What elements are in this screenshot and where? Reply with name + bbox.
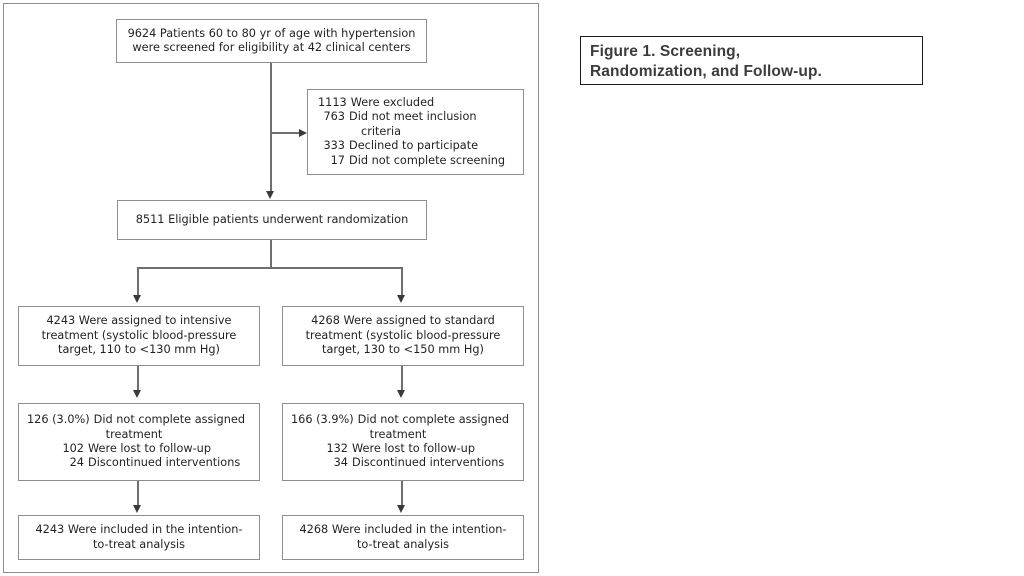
arrowhead-to-standard-itt [397, 505, 405, 513]
intensive-incomplete-item-num: 102 [62, 442, 84, 455]
excluded-item-text: Did not complete screening [349, 153, 506, 167]
intensive-incomplete-heading-row: 126 (3.0%) Did not complete assigned tre… [27, 413, 253, 442]
connector-screened-to-randomized [270, 63, 272, 193]
standard-incomplete-item-num: 132 [326, 442, 348, 455]
standard-incomplete-heading-text: Did not complete assigned [357, 413, 510, 427]
flow-box-randomized: 8511 Eligible patients underwent randomi… [117, 200, 427, 240]
connector-standard-assigned-to-incomplete [401, 366, 403, 392]
excluded-item-num: 333 [323, 139, 345, 153]
excluded-item-num: 17 [330, 153, 345, 167]
standard-incomplete-item-row: 34 Discontinued interventions [291, 456, 517, 470]
arrowhead-to-randomized [266, 191, 274, 199]
figure-caption-line-2: Randomization, and Follow-up. [590, 63, 822, 80]
excluded-item-text: Declined to participate [349, 139, 479, 153]
flow-box-standard-incomplete: 166 (3.9%) Did not complete assigned tre… [282, 403, 524, 481]
standard-assigned-line-2: treatment (systolic blood-pressure [305, 328, 501, 342]
arrowhead-to-intensive-incomplete [133, 390, 141, 398]
screened-line-1: 9624 Patients 60 to 80 yr of age with hy… [127, 26, 416, 40]
connector-split-horizontal [137, 267, 403, 269]
standard-incomplete-item-text: Were lost to follow-up [352, 442, 476, 455]
connector-intensive-incomplete-to-itt [137, 481, 139, 507]
excluded-item-row: 17 Did not complete screening [318, 154, 515, 168]
connector-randomized-trunk [270, 240, 272, 268]
intensive-assigned-line-2: treatment (systolic blood-pressure [41, 328, 237, 342]
flow-box-excluded: 1113 Were excluded 763 Did not meet incl… [307, 89, 524, 175]
intensive-incomplete-item-row: 24 Discontinued interventions [27, 456, 253, 470]
standard-incomplete-heading-num: 166 (3.9%) [291, 413, 354, 427]
intensive-incomplete-item-text: Were lost to follow-up [88, 442, 212, 455]
figure-caption-box: Figure 1. Screening, Randomization, and … [580, 36, 923, 85]
standard-incomplete-item-row: 132 Were lost to follow-up [291, 442, 517, 456]
intensive-incomplete-item-row: 102 Were lost to follow-up [27, 442, 253, 456]
excluded-item-num: 763 [323, 110, 345, 124]
excluded-item-row: 763 Did not meet inclusion criteria [318, 110, 515, 139]
arrowhead-to-intensive-assigned [133, 295, 141, 303]
intensive-incomplete-item-text: Discontinued interventions [88, 456, 241, 470]
standard-assigned-line-1: 4268 Were assigned to standard [311, 314, 495, 328]
flow-box-standard-itt: 4268 Were included in the intention- to-… [282, 515, 524, 560]
arrowhead-to-standard-assigned [397, 295, 405, 303]
intensive-incomplete-item-num: 24 [69, 456, 84, 470]
arrowhead-to-intensive-itt [133, 505, 141, 513]
intensive-itt-line-1: 4243 Were included in the intention- [35, 523, 243, 537]
connector-intensive-assigned-to-incomplete [137, 366, 139, 392]
connector-to-excluded [270, 132, 301, 134]
figure-panel: 9624 Patients 60 to 80 yr of age with hy… [3, 3, 539, 573]
excluded-heading-text: Were excluded [350, 95, 435, 109]
arrowhead-to-excluded [299, 129, 307, 137]
excluded-heading-row: 1113 Were excluded [318, 96, 515, 110]
standard-incomplete-heading-continuation: treatment [369, 427, 427, 441]
standard-incomplete-item-num: 34 [333, 456, 348, 470]
connector-standard-incomplete-to-itt [401, 481, 403, 507]
intensive-assigned-line-1: 4243 Were assigned to intensive [46, 314, 232, 328]
standard-itt-line-1: 4268 Were included in the intention- [299, 523, 507, 537]
arrowhead-to-standard-incomplete [397, 390, 405, 398]
excluded-item-row: 333 Declined to participate [318, 139, 515, 153]
connector-split-right [401, 267, 403, 297]
screened-line-2: were screened for eligibility at 42 clin… [132, 41, 411, 54]
randomized-line-1: 8511 Eligible patients underwent randomi… [135, 212, 409, 226]
flow-box-standard-assigned: 4268 Were assigned to standard treatment… [282, 306, 524, 366]
flow-box-screened: 9624 Patients 60 to 80 yr of age with hy… [116, 19, 427, 63]
standard-incomplete-heading-row: 166 (3.9%) Did not complete assigned tre… [291, 413, 517, 442]
standard-assigned-line-3: target, 130 to <150 mm Hg) [322, 343, 484, 357]
intensive-incomplete-heading-num: 126 (3.0%) [27, 413, 90, 427]
intensive-assigned-line-3: target, 110 to <130 mm Hg) [58, 343, 220, 357]
excluded-item-continuation: criteria [361, 124, 402, 138]
excluded-item-text: Did not meet inclusion [349, 110, 477, 124]
flow-box-intensive-itt: 4243 Were included in the intention- to-… [18, 515, 260, 560]
intensive-itt-line-2: to-treat analysis [92, 537, 186, 551]
flow-box-intensive-incomplete: 126 (3.0%) Did not complete assigned tre… [18, 403, 260, 481]
intensive-incomplete-heading-text: Did not complete assigned [93, 413, 246, 427]
connector-split-left [137, 267, 139, 297]
flow-box-intensive-assigned: 4243 Were assigned to intensive treatmen… [18, 306, 260, 366]
standard-itt-line-2: to-treat analysis [356, 537, 450, 551]
intensive-incomplete-heading-continuation: treatment [105, 427, 163, 441]
figure-caption-line-1: Figure 1. Screening, [590, 43, 741, 60]
standard-incomplete-item-text: Discontinued interventions [352, 456, 505, 470]
excluded-heading-num: 1113 [318, 95, 347, 109]
